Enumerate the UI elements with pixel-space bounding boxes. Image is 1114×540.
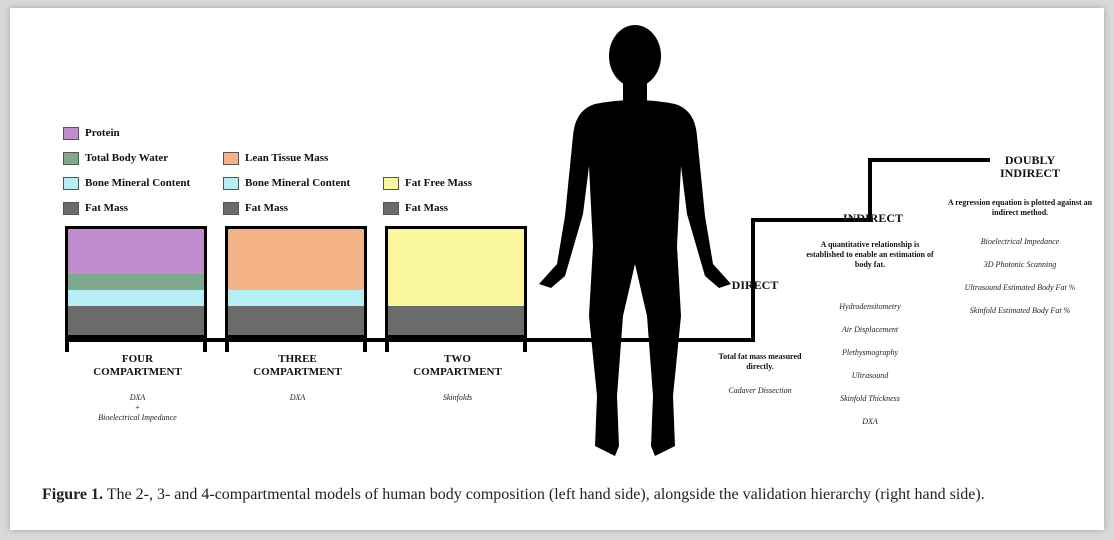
legend-label: Protein (85, 127, 120, 139)
fat-mass-swatch (223, 202, 239, 215)
tick-mark (363, 338, 367, 352)
legend-fat-mass-three: Fat Mass (223, 200, 288, 216)
doubly-indirect-description: A regression equation is plotted against… (945, 198, 1095, 218)
lean-tissue-swatch (223, 152, 239, 165)
fat-free-segment (388, 229, 524, 306)
method-item: Skinfold Estimated Body Fat % (935, 299, 1104, 322)
method-item: DXA (805, 410, 935, 433)
legend-fat-mass-two: Fat Mass (383, 200, 448, 216)
method-item: Skinfold Thickness (805, 387, 935, 410)
doubly-indirect-title: DOUBLY INDIRECT (975, 154, 1085, 180)
two-compartment-title: TWO COMPARTMENT (390, 353, 525, 379)
protein-swatch (63, 127, 79, 140)
direct-description: Total fat mass measured directly. (710, 352, 810, 372)
legend-label: Fat Free Mass (405, 177, 472, 189)
caption-label: Figure 1. (42, 486, 103, 503)
protein-segment (68, 229, 204, 274)
indirect-methods-list: Hydrodensitometry Air Displacement Pleth… (805, 295, 935, 433)
human-silhouette-icon (535, 16, 735, 466)
fat-mass-segment (228, 306, 364, 335)
legend-fat-free: Fat Free Mass (383, 175, 472, 191)
legend-label: Fat Mass (245, 202, 288, 214)
four-compartment-methods: DXA + Bioelectrical Impedance (70, 393, 205, 423)
legend-lean-tissue: Lean Tissue Mass (223, 150, 328, 166)
three-compartment-bar (225, 226, 367, 338)
bone-mineral-swatch (63, 177, 79, 190)
fat-mass-segment (68, 306, 204, 335)
fat-free-swatch (383, 177, 399, 190)
tick-mark (225, 338, 229, 352)
direct-method: Cadaver Dissection (705, 386, 815, 396)
tick-mark (65, 338, 69, 352)
total-body-water-swatch (63, 152, 79, 165)
doubly-indirect-step-line (868, 158, 990, 162)
legend-bone-mineral-four: Bone Mineral Content (63, 175, 190, 191)
two-compartment-bar (385, 226, 527, 338)
bone-mineral-segment (68, 290, 204, 306)
legend-label: Bone Mineral Content (85, 177, 190, 189)
tick-mark (523, 338, 527, 352)
legend-label: Bone Mineral Content (245, 177, 350, 189)
legend-label: Lean Tissue Mass (245, 152, 328, 164)
method-item: Ultrasound (805, 364, 935, 387)
four-compartment-title: FOUR COMPARTMENT (70, 353, 205, 379)
method-item: Bioelectrical Impedance (935, 230, 1104, 253)
figure-panel: Protein Total Body Water Bone Mineral Co… (10, 8, 1104, 530)
legend-label: Total Body Water (85, 152, 168, 164)
indirect-description: A quantitative relationship is establish… (805, 240, 935, 270)
lean-tissue-segment (228, 229, 364, 290)
legend-label: Fat Mass (405, 202, 448, 214)
bone-mineral-segment (228, 290, 364, 306)
method-item: Ultrasound Estimated Body Fat % (935, 276, 1104, 299)
caption-text: The 2-, 3- and 4-compartmental models of… (103, 486, 985, 503)
fat-mass-segment (388, 306, 524, 335)
bone-mineral-swatch (223, 177, 239, 190)
four-compartment-bar (65, 226, 207, 338)
fat-mass-swatch (63, 202, 79, 215)
legend-label: Fat Mass (85, 202, 128, 214)
tick-mark (203, 338, 207, 352)
tick-mark (385, 338, 389, 352)
method-item: Hydrodensitometry (805, 295, 935, 318)
three-compartment-title: THREE COMPARTMENT (230, 353, 365, 379)
legend-protein: Protein (63, 125, 120, 141)
method-item: Plethysmography (805, 341, 935, 364)
figure-caption: Figure 1. The 2-, 3- and 4-compartmental… (42, 484, 1082, 505)
legend-fat-mass-four: Fat Mass (63, 200, 128, 216)
method-item: 3D Photonic Scanning (935, 253, 1104, 276)
fat-mass-swatch (383, 202, 399, 215)
doubly-indirect-methods-list: Bioelectrical Impedance 3D Photonic Scan… (935, 230, 1104, 322)
three-compartment-methods: DXA (230, 393, 365, 403)
indirect-title: INDIRECT (818, 211, 928, 226)
total-body-water-segment (68, 274, 204, 290)
two-compartment-methods: Skinfolds (390, 393, 525, 403)
method-item: Air Displacement (805, 318, 935, 341)
legend-bone-mineral-three: Bone Mineral Content (223, 175, 350, 191)
legend-total-body-water: Total Body Water (63, 150, 168, 166)
direct-title: DIRECT (710, 278, 800, 293)
